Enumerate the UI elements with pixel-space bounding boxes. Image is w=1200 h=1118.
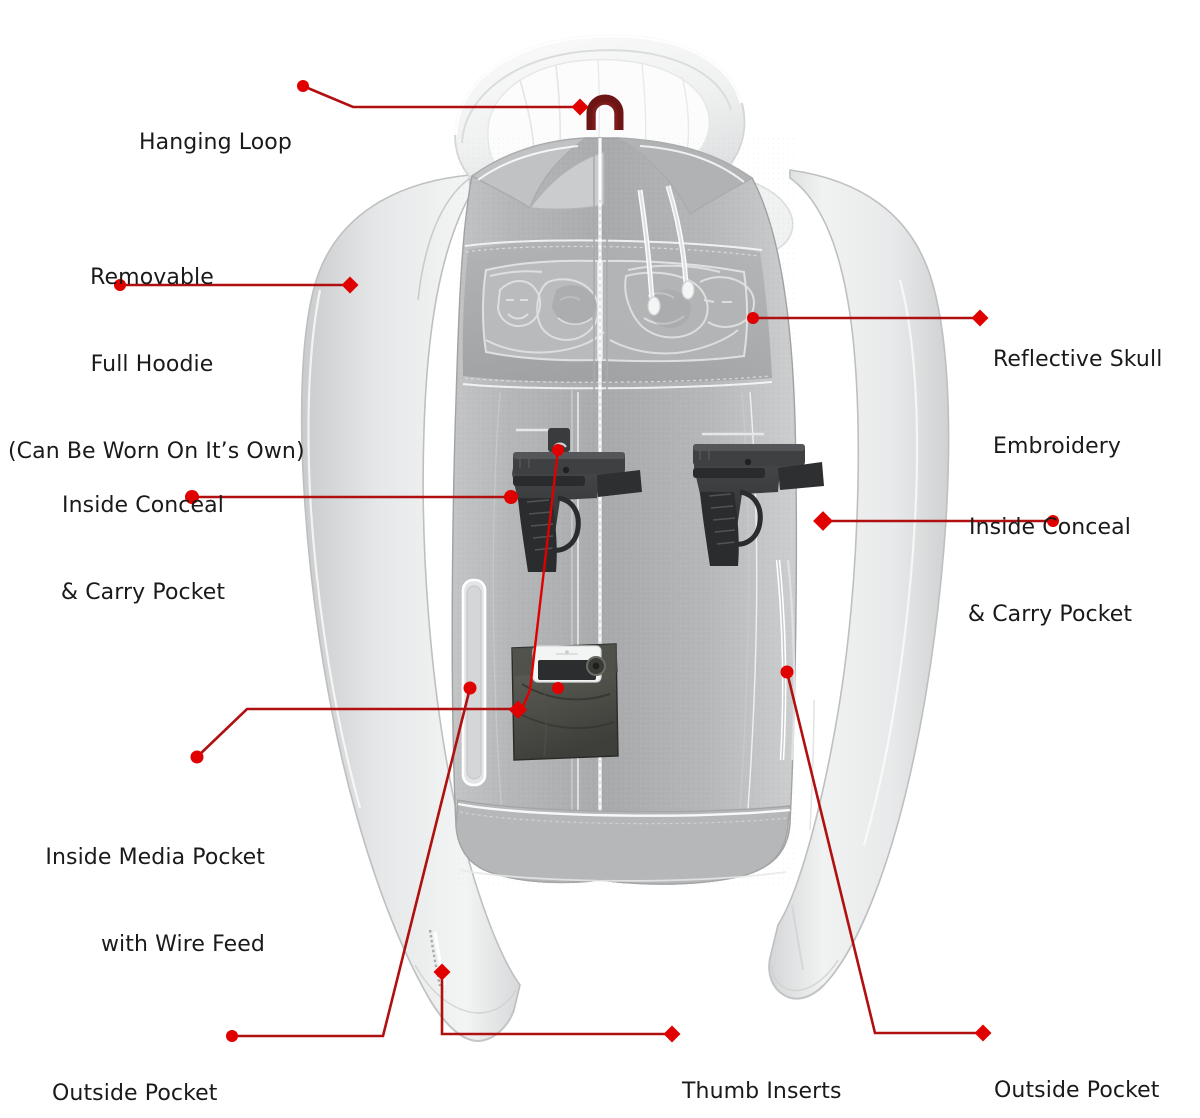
thumb-insert-slit-left (428, 929, 447, 987)
leader-media-anchor (518, 449, 560, 715)
callout-line: & Carry Pocket (967, 602, 1133, 627)
leader-media-pocket (196, 707, 518, 758)
dot-hoodie-target (341, 276, 359, 294)
leader-thumb-inserts (440, 972, 672, 1036)
dot-thumb-target (433, 963, 451, 981)
callout-line: Full Hoodie (90, 352, 214, 377)
leader-hanging-loop (302, 84, 580, 109)
pistol-right (693, 444, 824, 566)
left-sleeve (300, 174, 521, 1043)
dot-media-anchor-top (552, 444, 564, 456)
callout-line: Embroidery (993, 434, 1121, 459)
callout-label-thumb-inserts: Thumb Inserts (682, 1019, 842, 1118)
callout-line: Removable (90, 265, 214, 290)
dot-conceal-left-target (504, 490, 518, 504)
hood-drawstring (637, 185, 695, 316)
dot-outside-right-target (780, 665, 794, 679)
callout-line: Inside Conceal (969, 515, 1131, 540)
leader-outside-pocket-right (785, 671, 983, 1035)
callout-line: Outside Pocket (994, 1078, 1160, 1103)
callout-label-removable-full-hoodie: Removable Full Hoodie (Can Be Worn On It… (8, 205, 305, 524)
leader-lines (120, 84, 1053, 1038)
dot-skull-label (971, 309, 989, 327)
callout-label-reflective-skull-embroidery: Reflective Skull Embroidery (993, 287, 1162, 519)
callout-line: & Carry Pocket (60, 580, 226, 605)
dot-conceal-right-label (1047, 515, 1059, 527)
outside-pocket-slit-left (461, 578, 487, 787)
phone (532, 645, 602, 683)
callout-line: Outside Pocket (52, 1081, 218, 1106)
dot-thumb-label (663, 1025, 681, 1043)
right-sleeve (768, 169, 950, 1000)
dot-skull-target (747, 312, 759, 324)
dot-outside-right-label (974, 1024, 992, 1042)
callout-label-inside-media-pocket: Inside Media Pocket with Wire Feed (0, 785, 265, 1017)
callout-line: Reflective Skull (993, 347, 1163, 372)
leader-dots (114, 80, 1059, 1043)
pistol-left (512, 452, 642, 572)
callout-line: (Can Be Worn On It’s Own) (8, 439, 305, 464)
callout-label-outside-pocket-left: Outside Pocket (52, 1021, 218, 1118)
leader-outside-pocket-left (232, 687, 472, 1038)
media-pocket (511, 643, 619, 761)
callout-line: Hanging Loop (139, 130, 292, 155)
dot-hoodie-label (114, 279, 126, 291)
bottom-hem (455, 799, 791, 885)
dot-outside-left-target (463, 681, 477, 695)
callout-label-hanging-loop: Hanging Loop (139, 70, 292, 215)
skull-embroidery-panel (482, 259, 755, 363)
vest-body (451, 137, 824, 886)
outside-pocket-slit-right (775, 559, 796, 761)
callout-line: with Wire Feed (100, 932, 265, 957)
dot-media-mid (552, 682, 564, 694)
dot-conceal-right-target (813, 511, 833, 531)
dot-media-label (190, 750, 204, 764)
hanging-loop-icon (586, 94, 624, 130)
callout-label-outside-pocket-right: Outside Pocket (994, 1018, 1160, 1118)
dot-conceal-left-label (185, 490, 199, 504)
dot-outside-left-label (226, 1030, 238, 1042)
callout-label-inside-conceal-carry-left: Inside Conceal & Carry Pocket (43, 433, 243, 665)
callout-line: Thumb Inserts (682, 1079, 842, 1104)
dot-hanging-loop-label (297, 80, 309, 92)
callout-label-inside-conceal-carry-right: Inside Conceal & Carry Pocket (950, 455, 1150, 687)
dot-hanging-loop-target (571, 98, 589, 116)
callout-line: Inside Media Pocket (45, 845, 265, 870)
callout-line: Inside Conceal (62, 493, 224, 518)
